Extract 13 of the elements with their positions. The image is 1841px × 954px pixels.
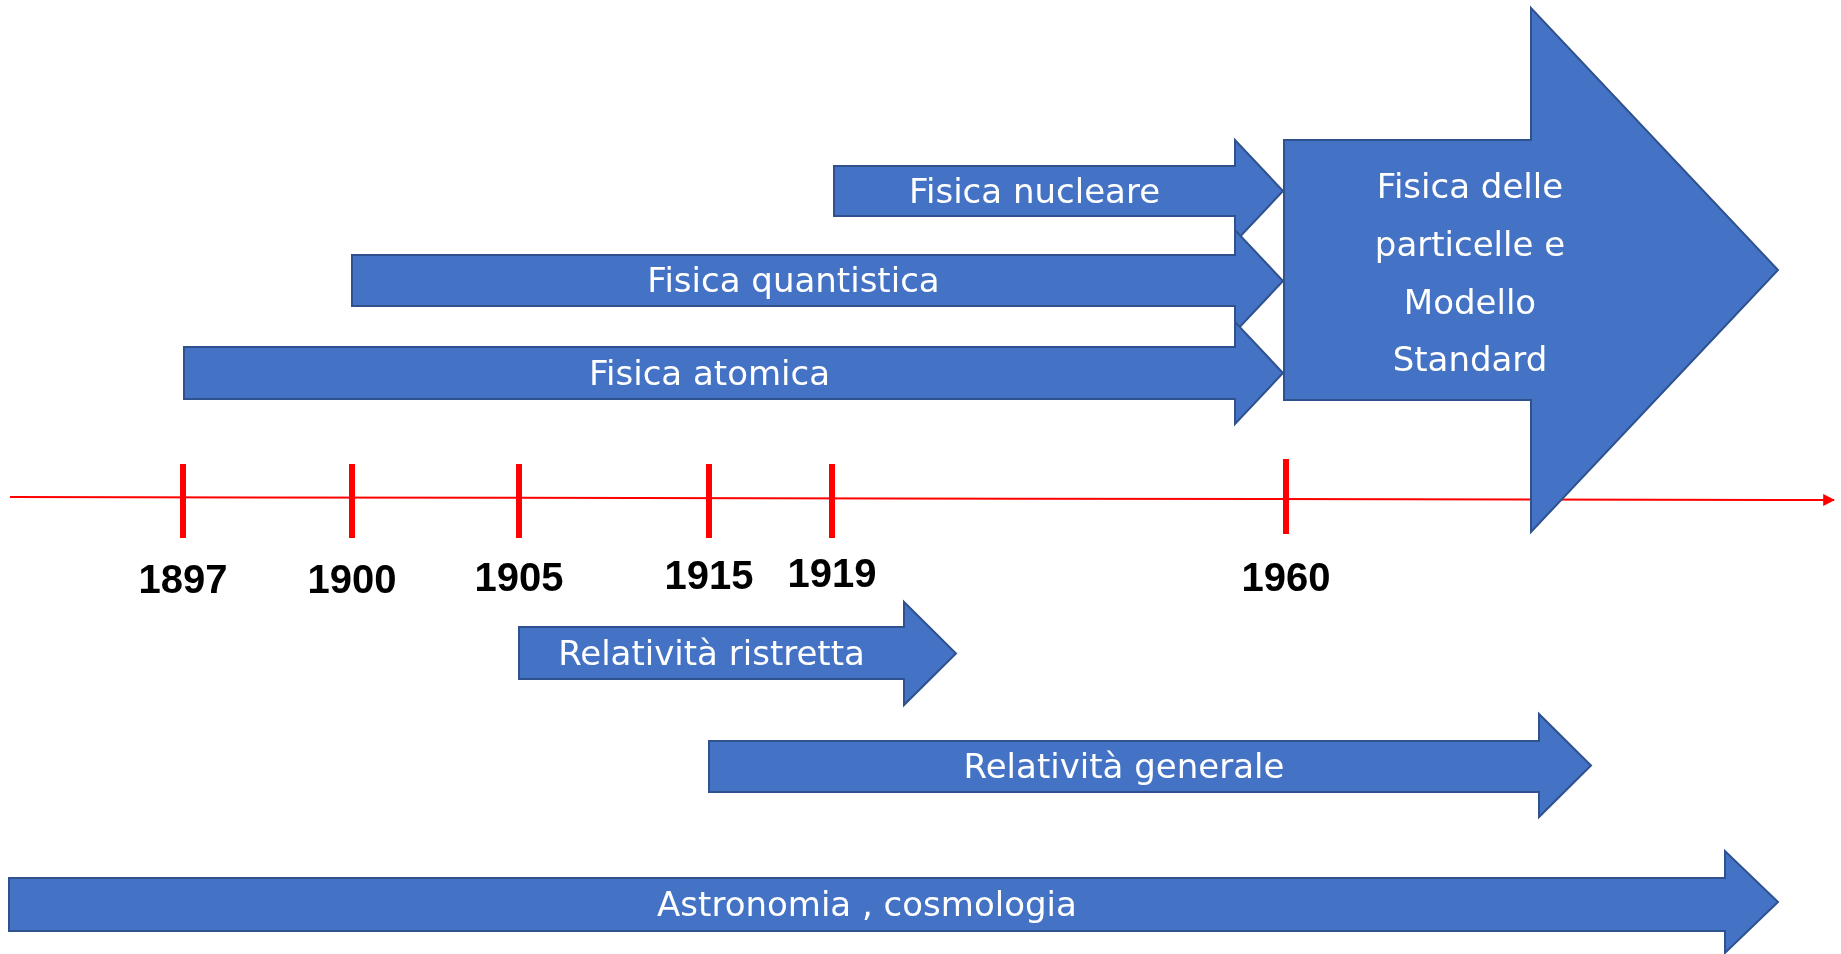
arrow-label: Astronomia , cosmologia xyxy=(656,883,1078,926)
year-label: 1915 xyxy=(664,553,754,598)
year-label: 1960 xyxy=(1241,555,1331,600)
year-label: 1900 xyxy=(307,557,397,602)
year-label: 1897 xyxy=(138,557,228,602)
year-label: 1919 xyxy=(787,551,877,596)
arrow-label: Relatività ristretta xyxy=(557,632,866,675)
arrow-label: Relatività generale xyxy=(962,745,1286,788)
year-label: 1905 xyxy=(474,555,564,600)
arrow-label: Fisica delle particelle e Modello Standard xyxy=(1373,165,1567,382)
arrow-label: Fisica atomica xyxy=(587,352,832,395)
arrow-label: Fisica nucleare xyxy=(907,170,1162,213)
arrow-label: Fisica quantistica xyxy=(646,259,941,302)
